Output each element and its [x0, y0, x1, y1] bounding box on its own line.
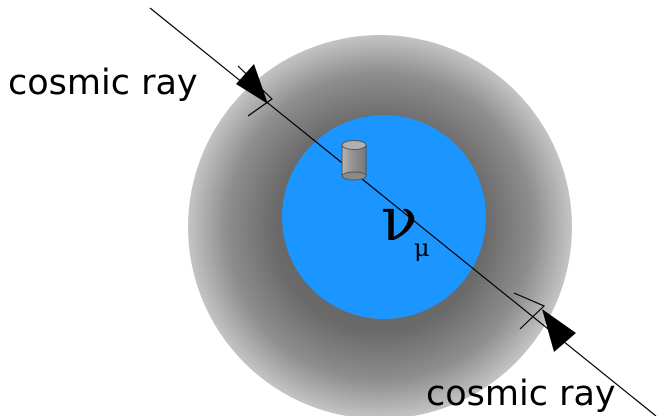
- lower-arrowhead-icon: [542, 309, 576, 352]
- muon-subscript: μ: [414, 236, 430, 260]
- cosmic-ray-label-bottom: cosmic ray: [426, 377, 616, 412]
- detector-cylinder-icon: [342, 141, 366, 181]
- neutrino-symbol: ν: [381, 190, 417, 250]
- cosmic-ray-label-top: cosmic ray: [8, 66, 198, 101]
